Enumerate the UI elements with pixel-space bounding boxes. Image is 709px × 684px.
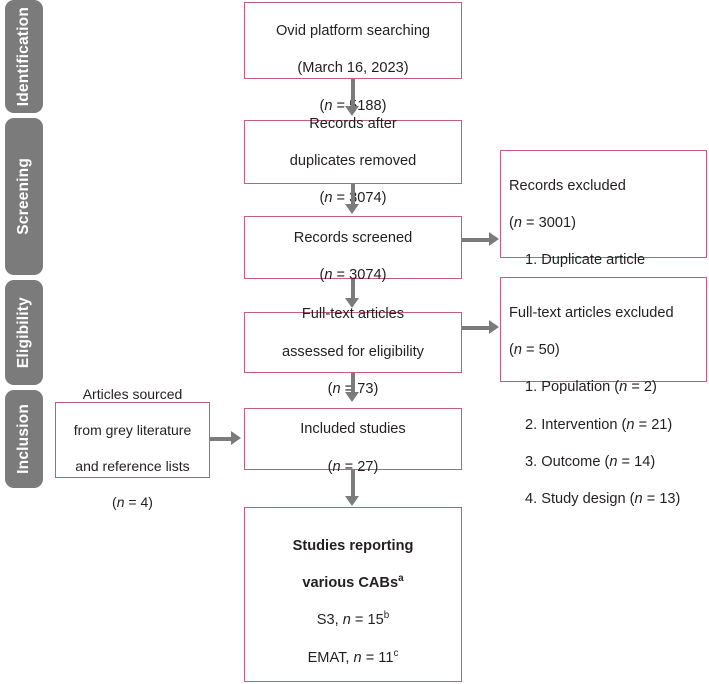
connector-screened-to-excluded	[462, 238, 493, 242]
grey-literature-line3: and reference lists	[75, 457, 190, 474]
full-text-excluded-reason-4: 4. Study design (n = 13)	[525, 491, 681, 508]
box-included-studies-text: Included studies (n = 27)	[294, 402, 411, 477]
connector-fulltext-to-excluded	[462, 326, 493, 330]
records-identified-line1: Records identified through	[268, 0, 438, 1]
box-duplicates-removed-text: Records after duplicates removed (n = 30…	[284, 96, 423, 208]
box-records-excluded: Records excluded (n = 3001) 1. Duplicate…	[500, 150, 707, 380]
connector-fulltext-to-included	[351, 373, 355, 394]
full-text-assessed-line1: Full-text articles	[301, 306, 405, 323]
box-full-text-assessed: Full-text articles assessed for eligibil…	[244, 306, 462, 397]
duplicates-removed-count: (n = 3074)	[319, 190, 387, 207]
box-grey-literature-text: Articles sourced from grey literature an…	[68, 368, 197, 511]
box-records-after-duplicates-removed: Records after duplicates removed (n = 30…	[244, 116, 462, 206]
grey-literature-line1: Articles sourced	[82, 386, 183, 403]
full-text-assessed-count: (n = 73)	[327, 380, 379, 397]
cab-row-emat: EMAT, n = 11c	[307, 647, 399, 666]
grey-literature-line2: from grey literature	[73, 422, 192, 439]
stage-label-inclusion: Inclusion	[15, 404, 33, 474]
box-full-text-excluded-text: Full-text articles excluded (n = 50) 1. …	[501, 285, 706, 509]
connector-identified-to-duplicates-arrowhead	[345, 106, 360, 116]
box-articles-sourced-grey-literature: Articles sourced from grey literature an…	[55, 386, 210, 510]
full-text-assessed-line2: assessed for eligibility	[282, 343, 424, 360]
records-screened-line1: Records screened	[293, 229, 413, 246]
connector-identified-to-duplicates	[351, 79, 355, 108]
connector-duplicates-to-screened-arrowhead	[345, 204, 360, 214]
connector-grey-literature-to-included-arrowhead	[231, 431, 241, 446]
stage-label-screening: Screening	[15, 158, 33, 235]
box-records-screened-text: Records screened (n = 3074)	[288, 210, 418, 285]
connector-duplicates-to-screened	[351, 184, 355, 206]
full-text-excluded-reason-3: 3. Outcome (n = 14)	[525, 454, 656, 471]
duplicates-removed-line1: Records after	[309, 115, 397, 132]
connector-grey-literature-to-included	[210, 437, 235, 441]
included-studies-line1: Included studies	[300, 421, 406, 438]
records-excluded-heading: Records excluded	[509, 177, 626, 194]
connector-fulltext-to-included-arrowhead	[345, 392, 360, 402]
cab-row-s3: S3, n = 15b	[316, 610, 390, 629]
stage-pill-screening: Screening	[5, 118, 43, 275]
studies-reporting-heading-line1: Studies reporting	[292, 537, 414, 554]
connector-screened-to-fulltext-arrowhead	[345, 298, 360, 308]
stage-pill-eligibility: Eligibility	[5, 280, 43, 385]
stage-label-identification: Identification	[15, 6, 33, 107]
records-excluded-reason-1: 1. Duplicate article	[525, 252, 646, 269]
records-identified-line3: (March 16, 2023)	[297, 60, 409, 77]
stage-pill-inclusion: Inclusion	[5, 390, 43, 488]
stage-label-eligibility: Eligibility	[15, 296, 33, 369]
studies-reporting-heading-line2: various CABsa	[302, 573, 404, 592]
records-screened-count: (n = 3074)	[319, 267, 387, 284]
box-records-screened: Records screened (n = 3074)	[244, 216, 462, 283]
full-text-excluded-reason-2: 2. Intervention (n = 21)	[525, 416, 673, 433]
box-studies-reporting-text: Studies reporting various CABsa S3, n = …	[287, 518, 420, 684]
full-text-excluded-heading: Full-text articles excluded	[509, 304, 674, 321]
connector-included-to-reporting-arrowhead	[345, 496, 360, 506]
records-excluded-count: (n = 3001)	[509, 215, 576, 232]
box-records-identified: Records identified through Ovid platform…	[244, 0, 462, 114]
stage-pill-identification: Identification	[5, 0, 43, 113]
included-studies-count: (n = 27)	[327, 458, 379, 475]
records-identified-line2: Ovid platform searching	[275, 22, 431, 39]
connector-screened-to-excluded-arrowhead	[489, 232, 499, 247]
duplicates-removed-line2: duplicates removed	[289, 153, 417, 169]
box-full-text-excluded: Full-text articles excluded (n = 50) 1. …	[500, 277, 707, 507]
box-included-studies: Included studies (n = 27)	[244, 408, 462, 475]
grey-literature-count: (n = 4)	[112, 493, 153, 510]
full-text-excluded-reason-1: 1. Population (n = 2)	[525, 379, 657, 396]
connector-included-to-reporting	[351, 470, 355, 497]
full-text-excluded-count: (n = 50)	[509, 342, 560, 359]
box-studies-reporting-cabs: Studies reporting various CABsa S3, n = …	[244, 507, 462, 682]
connector-screened-to-fulltext	[351, 279, 355, 299]
box-full-text-assessed-text: Full-text articles assessed for eligibil…	[276, 286, 430, 398]
box-records-identified-text: Records identified through Ovid platform…	[262, 0, 444, 115]
connector-fulltext-to-excluded-arrowhead	[489, 320, 499, 335]
